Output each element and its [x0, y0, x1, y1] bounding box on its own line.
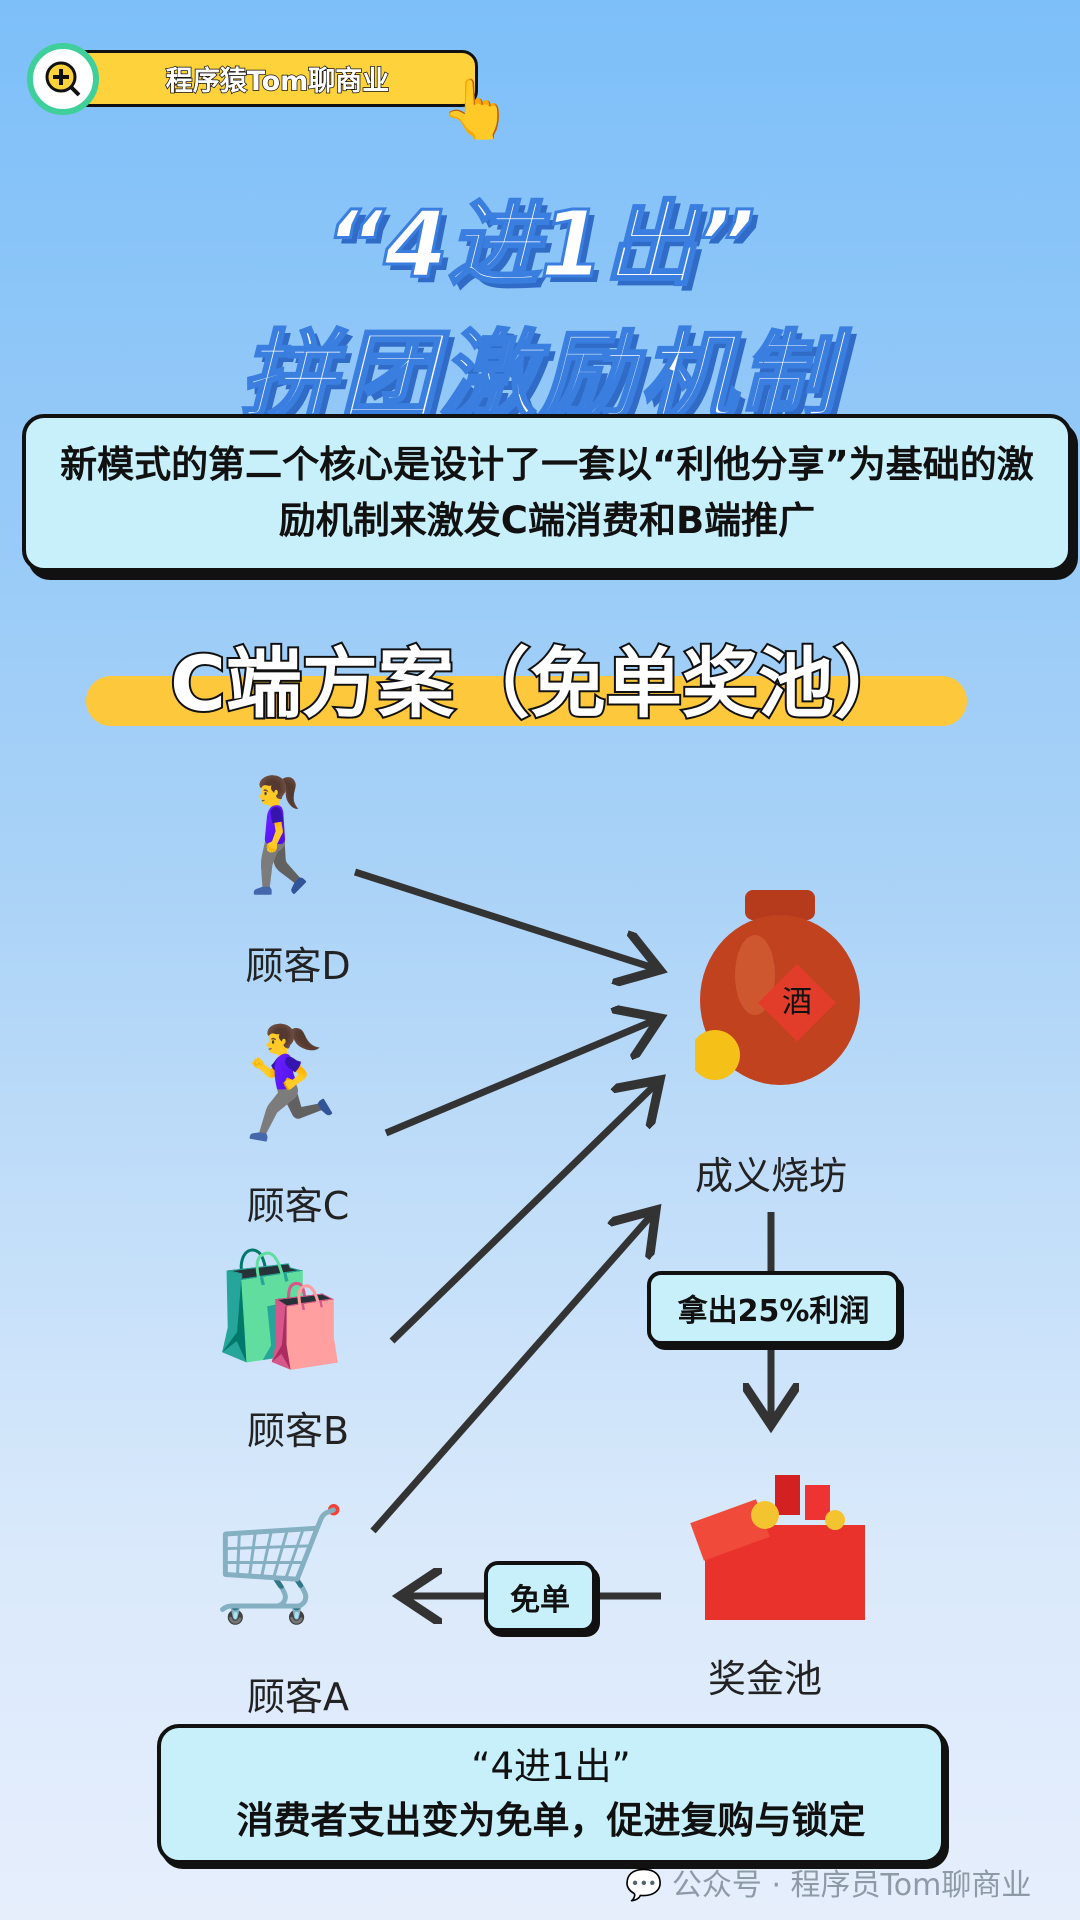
customer-d-figure: 🚶‍♀️	[211, 770, 349, 898]
summary-line1: “4进1出”	[471, 1745, 631, 1788]
watermark: 💬 公众号 · 程序员Tom聊商业	[625, 1860, 1031, 1904]
free-label: 免单	[484, 1561, 596, 1632]
customer-c-figure: 🏃‍♀️	[216, 1020, 354, 1148]
title-line1: “4进1出”	[323, 190, 757, 300]
wechat-icon: 💬	[625, 1868, 663, 1903]
intro-box: 新模式的第二个核心是设计了一套以“利他分享”为基础的激励机制来激发C端消费和B端…	[22, 414, 1072, 572]
section-highlight	[86, 676, 967, 726]
summary-line2: 消费者支出变为免单，促进复购与锁定	[236, 1799, 866, 1842]
wine-jar-icon: 酒	[690, 880, 865, 1090]
brand-pill[interactable]: 程序猿Tom聊商业	[27, 43, 478, 115]
arrow-c	[384, 1018, 660, 1137]
pool-label: 奖金池	[707, 1657, 822, 1701]
watermark-text: 公众号 · 程序员Tom聊商业	[671, 1868, 1032, 1903]
gift-box-icon	[665, 1465, 875, 1625]
arrow-a	[370, 1210, 656, 1534]
customer-c-label: 顾客C	[246, 1184, 350, 1228]
customer-d-label: 顾客D	[245, 944, 351, 988]
customer-b-figure: 🛍️	[211, 1245, 349, 1373]
customer-b-label: 顾客B	[246, 1409, 350, 1453]
svg-text:酒: 酒	[782, 985, 812, 1020]
summary-box: “4进1出” 消费者支出变为免单，促进复购与锁定	[157, 1724, 945, 1864]
customer-a-figure: 🛒	[211, 1500, 349, 1628]
arrow-b	[389, 1080, 660, 1344]
zoom-plus-icon	[27, 43, 99, 115]
section-title: C端方案（免单奖池）	[168, 637, 912, 730]
profit-label: 拿出25%利润	[647, 1271, 900, 1345]
pointing-hand-icon: 👆	[440, 75, 513, 143]
brand-label: 成义烧坊	[694, 1154, 847, 1198]
brand-name: 程序猿Tom聊商业	[57, 50, 478, 107]
arrow-d	[353, 868, 660, 970]
customer-a-label: 顾客A	[247, 1675, 349, 1719]
